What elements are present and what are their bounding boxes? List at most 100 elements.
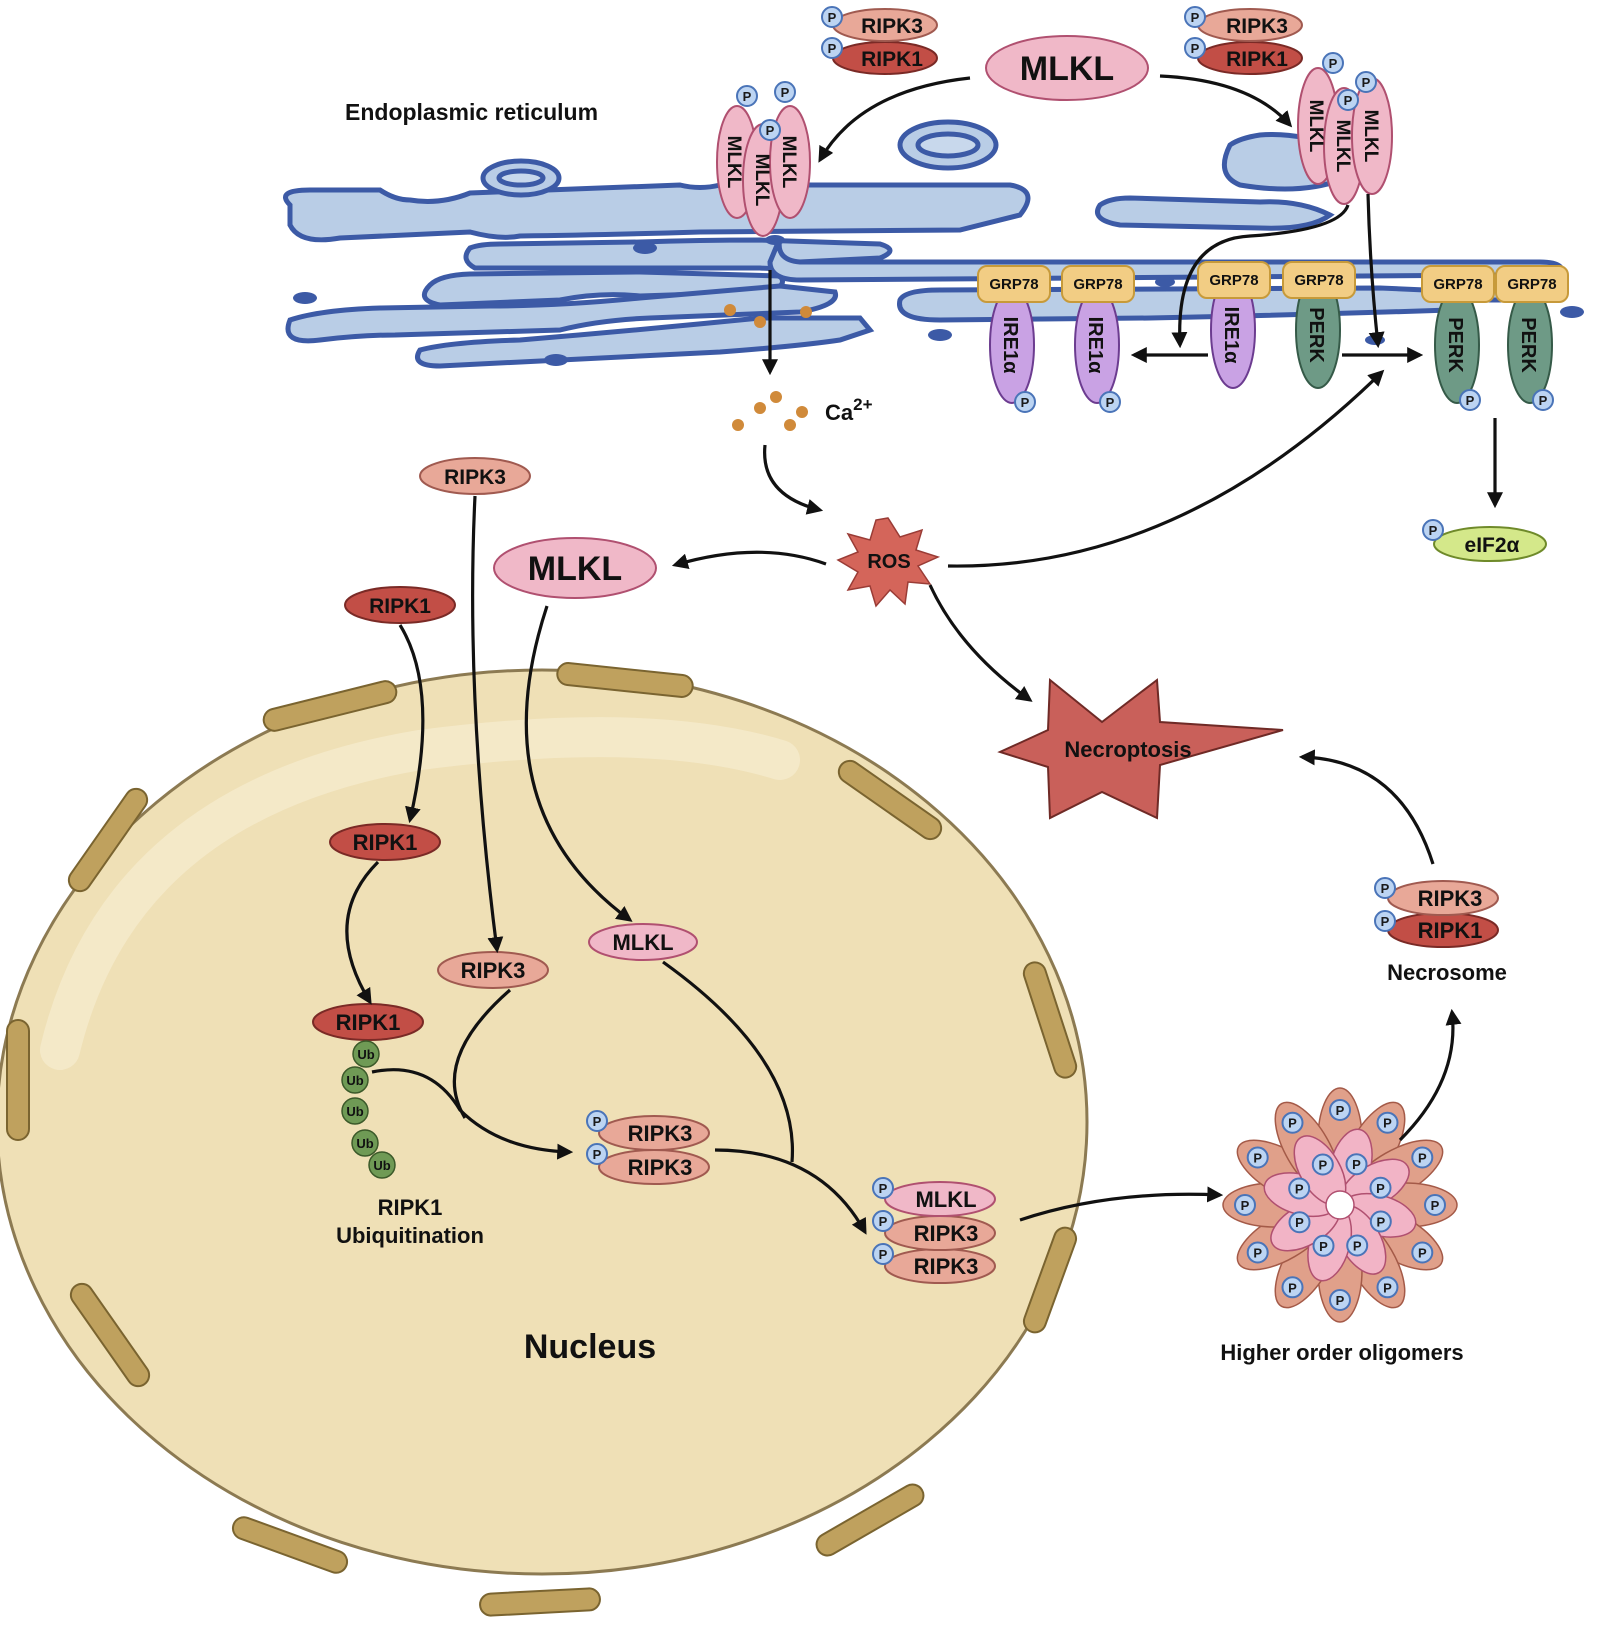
ubiquitinated-ripk1: RIPK1 Ub Ub Ub Ub Ub RIPK1 Ubiquitinatio… xyxy=(312,1003,484,1248)
necrosome-top-left: RIPK1 RIPK3 P P xyxy=(821,6,938,75)
ros-burst xyxy=(836,517,941,608)
ripk3-label: RIPK3 xyxy=(914,1254,979,1279)
ire1a-receptor: GRP78 IRE1α xyxy=(1197,261,1271,389)
phospho-site xyxy=(1281,1111,1304,1134)
nuclear-pore xyxy=(556,662,694,698)
arrow-necrosome-to-necroptosis xyxy=(1298,749,1435,865)
phospho-site xyxy=(1532,389,1554,411)
er-vesicle xyxy=(496,168,546,188)
phospho-label: P xyxy=(1381,914,1390,929)
ros: ROS xyxy=(836,517,941,608)
phospho-label: P xyxy=(1253,1151,1262,1166)
er-cisterna xyxy=(1095,195,1335,231)
ripk1-ellipse xyxy=(344,586,456,624)
ripk3-label: RIPK3 xyxy=(444,466,506,489)
phospho-site xyxy=(1246,1146,1269,1169)
arrow-ripk1-ubiquitination xyxy=(345,860,380,1005)
mlkl-ellipse xyxy=(884,1181,996,1217)
phospho-label: P xyxy=(1383,1280,1392,1295)
ub-label: Ub xyxy=(346,1104,363,1119)
calcium-ion-er xyxy=(754,316,766,328)
phospho-label: P xyxy=(1319,1239,1328,1254)
ripk3-label: RIPK3 xyxy=(1418,886,1483,911)
ubiquitin xyxy=(351,1129,379,1157)
arrow-mlkl-to-complex xyxy=(662,960,795,1163)
nuclear-ripk1: RIPK1 xyxy=(329,823,441,861)
er-ribosome xyxy=(765,235,785,245)
arrow-ros-to-perk xyxy=(947,369,1385,568)
phospho-site xyxy=(1346,1234,1369,1257)
ripk3-label: RIPK3 xyxy=(1226,15,1288,38)
phospho-site xyxy=(1374,877,1396,899)
phospho-label: P xyxy=(879,1181,888,1196)
ripk1-label: RIPK1 xyxy=(1418,918,1483,943)
phospho-label: P xyxy=(593,1147,602,1162)
mlkl-subunit-label: MLKL xyxy=(778,136,799,189)
grp78-label: GRP78 xyxy=(1073,276,1122,293)
grp78-box xyxy=(1421,265,1495,303)
mlkl-oligomer-right: MLKL MLKL MLKL P P P xyxy=(1297,52,1393,205)
ripk3-label: RIPK3 xyxy=(914,1221,979,1246)
cytosolic-ripk3: RIPK3 xyxy=(419,457,531,495)
necroptosis-label: Necroptosis xyxy=(1064,737,1191,762)
phospho-site xyxy=(1369,1176,1392,1199)
phospho-site xyxy=(1322,52,1344,74)
ub-label: Ub xyxy=(356,1136,373,1151)
phospho-site xyxy=(1345,1153,1368,1176)
phospho-label: P xyxy=(1021,395,1030,410)
phospho-label: P xyxy=(1344,93,1353,108)
phospho-label: P xyxy=(1106,395,1115,410)
necrosome-top-right: RIPK1 RIPK3 P P xyxy=(1184,6,1303,75)
phospho-site xyxy=(1329,1099,1351,1121)
phospho-label: P xyxy=(1418,1246,1427,1261)
phospho-label: P xyxy=(1191,41,1200,56)
ripk1-ellipse xyxy=(329,823,441,861)
perk-receptor: GRP78 PERK P xyxy=(1421,265,1495,411)
perk-label: PERK xyxy=(1517,317,1539,373)
er-cisterna xyxy=(415,315,875,369)
ripk1-label: RIPK1 xyxy=(353,830,418,855)
phospho-site xyxy=(1422,519,1444,541)
mlkl-label: MLKL xyxy=(915,1187,976,1212)
ripk3-ellipse xyxy=(419,457,531,495)
phospho-site xyxy=(1411,1241,1434,1264)
arrow-dimer-to-complex xyxy=(714,1148,867,1235)
calcium-ion xyxy=(754,402,766,414)
nuclear-pore xyxy=(67,787,149,893)
arrow-ripk1-to-nucleus xyxy=(398,624,425,824)
ros-label: ROS xyxy=(867,551,910,573)
mlkl-label: MLKL xyxy=(528,550,622,588)
mlkl-ellipse xyxy=(588,923,698,961)
arrows xyxy=(345,74,1503,1235)
er-ribosome xyxy=(1365,335,1385,345)
phospho-site xyxy=(774,81,796,103)
grp78-label: GRP78 xyxy=(1294,272,1343,289)
mlkl-oligomer-left: MLKL MLKL MLKL P P P xyxy=(716,81,811,237)
phospho-site xyxy=(1411,1146,1434,1169)
er-ribosome xyxy=(293,292,317,304)
nuclear-pore xyxy=(1022,1226,1078,1334)
phospho-site xyxy=(821,6,843,28)
phospho-site xyxy=(872,1210,894,1232)
phospho-label: P xyxy=(1336,1293,1345,1308)
phospho-site xyxy=(1355,71,1377,93)
nuclear-pores xyxy=(6,662,1078,1617)
nuclear-ripk3: RIPK3 xyxy=(437,951,549,989)
grp78-label: GRP78 xyxy=(1507,276,1556,293)
perk-receptor: GRP78 PERK P xyxy=(1495,265,1569,411)
phospho-label: P xyxy=(1295,1215,1304,1230)
mlkl-ripk3-complex: RIPK3 RIPK3 MLKL P P P xyxy=(872,1177,996,1284)
necrosome-label: Necrosome xyxy=(1387,960,1507,985)
phospho-site xyxy=(1281,1276,1304,1299)
arrow-mlkl-oligomer-to-perk xyxy=(1366,193,1385,349)
nucleus-body xyxy=(0,668,1089,1576)
er-ribosome xyxy=(928,329,952,341)
ripk3-ellipse xyxy=(598,1115,710,1151)
ubiquitin-chain xyxy=(341,1040,396,1179)
nuclear-pore xyxy=(1022,961,1078,1079)
grp78-box xyxy=(977,265,1051,303)
nuclear-pore xyxy=(69,1282,151,1388)
arrow-mlkl-to-nucleus xyxy=(524,605,633,922)
ire1a-label: IRE1α xyxy=(1084,317,1106,374)
nuclear-pore xyxy=(479,1587,601,1617)
